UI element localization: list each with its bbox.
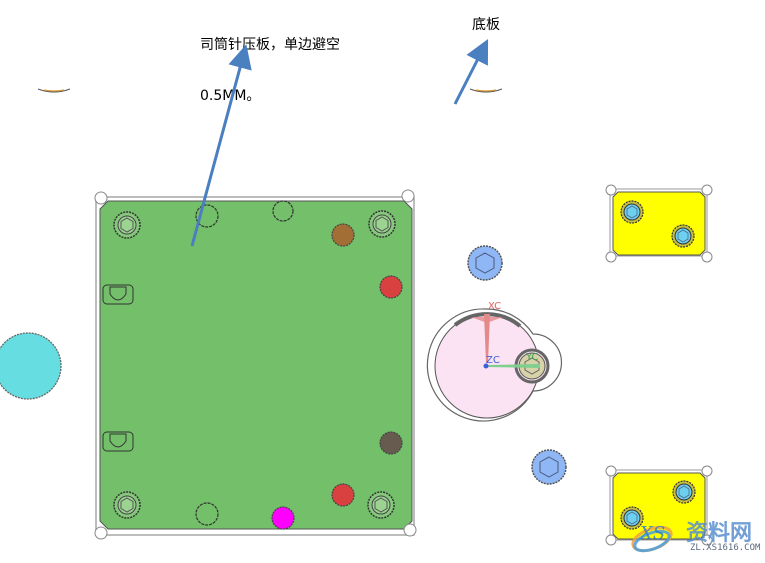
base-plate-arrow [453,38,489,105]
cyan-disc [0,332,62,400]
watermark-brand: 资料网 [686,521,753,546]
corner-relief [94,526,108,540]
corner-relief [94,191,108,205]
dark-pin [379,431,403,455]
xc-label: XC [488,301,501,312]
guide-hole [272,200,294,222]
guide-hole [195,502,219,526]
top-right-arc-feature [469,88,503,93]
origin-point [483,363,489,369]
xc-axis [484,314,490,363]
magenta-pin [271,506,295,530]
watermark: XS 资料网 ZL.XS1616.COM [630,515,765,559]
yc-axis [487,364,540,368]
red-pin-upper [379,275,403,299]
corner-relief [401,189,415,203]
blue-screw-upper [467,245,503,281]
ejector-plate-arrow [190,44,252,247]
blue-screw-lower [531,449,567,485]
corner-relief [403,523,417,537]
watermark-logo-text: XS [640,523,666,544]
screw-bottom-left [113,491,141,519]
brown-pin [331,223,355,247]
screw-top-left [113,211,141,239]
slot-feature-lower [102,431,134,452]
watermark-logo-icon [631,525,673,553]
zc-label: ZC [486,355,500,366]
base-plate-annotation: 底板 [472,17,500,33]
red-pin-lower [331,483,355,507]
yc-label: YC [525,352,539,363]
slot-feature-upper [102,284,134,305]
screw-bottom-right [367,491,395,519]
guide-hole [195,204,219,228]
yellow-plate-lower[interactable] [605,465,713,546]
top-left-arc-feature [37,88,71,93]
yellow-plate-upper[interactable] [605,184,713,263]
watermark-url: ZL.XS1616.COM [690,543,761,553]
ejector-retainer-plate[interactable] [94,189,417,540]
screw-top-right [368,210,396,238]
ejector-plate-annotation-line2: 0.5MM。 [200,88,261,104]
pink-bore-with-csys[interactable] [426,308,563,422]
